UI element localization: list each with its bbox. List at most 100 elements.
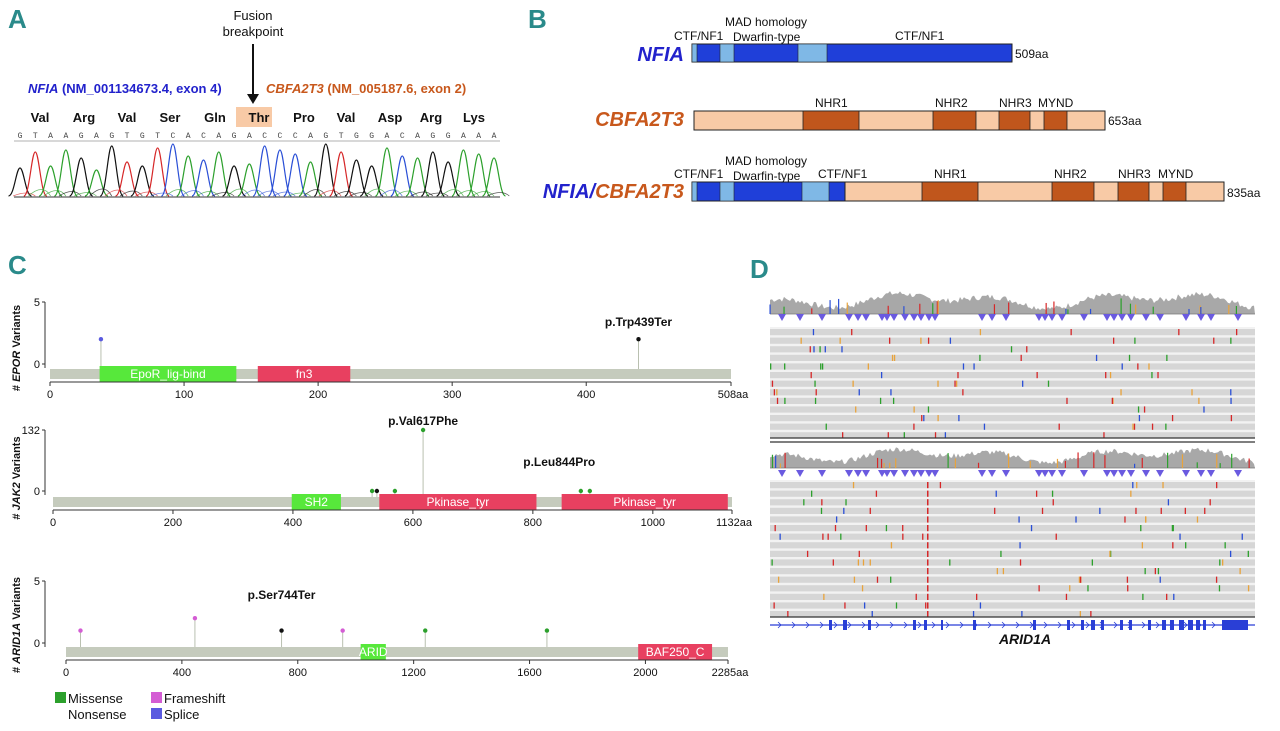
variant-missense-marker	[369, 488, 375, 494]
fusion-ctf-nf1-domain-1	[691, 181, 698, 202]
read-mismatch	[939, 482, 942, 489]
read-mismatch	[1185, 542, 1187, 549]
sequence-base: C	[201, 132, 206, 141]
aligned-read	[770, 372, 1255, 379]
variant-nonsense-marker	[279, 628, 284, 633]
read-mismatch	[1079, 576, 1082, 583]
chromatogram-minor-peak	[226, 188, 250, 197]
read-mismatch	[777, 576, 780, 583]
read-mismatch	[852, 482, 855, 489]
legend-splice-swatch	[151, 708, 162, 719]
strand-arrow	[1071, 621, 1076, 629]
strand-arrow	[1141, 621, 1146, 629]
sequence-base: A	[476, 132, 481, 141]
protein-length-label: 2285aa	[712, 667, 750, 679]
nfia-label-mad-homology: MAD homology	[725, 15, 807, 29]
read-mismatch	[869, 507, 871, 514]
legend-missense-label: Missense	[68, 691, 123, 706]
read-mismatch	[1171, 415, 1174, 422]
read-mismatch	[1052, 499, 1054, 506]
exon-block	[1170, 620, 1174, 630]
arid1a-gene-label: ARID1A	[998, 631, 1051, 647]
read-mismatch	[1239, 568, 1241, 575]
insertion-marker	[818, 470, 826, 477]
read-mismatch	[821, 363, 824, 370]
x-axis-tick-label: 400	[173, 667, 191, 679]
chromatogram-minor-peak	[104, 189, 128, 197]
aligned-read	[770, 611, 1255, 618]
exon-block	[1081, 620, 1084, 630]
read-mismatch	[1172, 525, 1174, 532]
strand-arrow	[833, 621, 838, 629]
cbfa2t3-nhr3-domain	[998, 110, 1031, 131]
aligned-read	[770, 423, 1255, 430]
aligned-read	[770, 525, 1255, 532]
read-mismatch	[1070, 329, 1072, 336]
breakpoint-label-line1: Fusion	[233, 8, 272, 23]
read-mismatch	[1219, 559, 1221, 566]
chromatogram-traces	[8, 143, 510, 197]
read-mismatch	[876, 576, 879, 583]
read-mismatch	[925, 602, 927, 609]
fusion-label-dwarfin: Dwarfin-type	[733, 169, 801, 183]
read-mismatch	[1218, 585, 1221, 592]
y-label-suffix: Variants	[11, 305, 23, 351]
chromatogram-peak	[8, 167, 32, 197]
exon-block	[829, 620, 832, 630]
insertion-marker	[901, 314, 909, 321]
chromatogram-peak	[191, 159, 216, 197]
highlighted-codon-box	[236, 107, 272, 127]
fusion-nhr1-domain	[921, 181, 979, 202]
chromatogram-minor-peak	[211, 192, 235, 197]
read-mismatch	[858, 550, 860, 557]
read-mismatch	[865, 525, 867, 532]
variant-annotation: p.Leu844Pro	[523, 455, 595, 469]
insertion-marker	[1142, 470, 1150, 477]
variant-column-mismatch	[927, 533, 929, 540]
aligned-read	[770, 380, 1255, 387]
domain-label: Pkinase_tyr	[427, 495, 490, 509]
read-mismatch	[820, 363, 822, 370]
exon-block	[941, 620, 943, 630]
fusion-name-separator: /	[589, 181, 598, 203]
read-mismatch	[1167, 499, 1170, 506]
read-mismatch	[915, 593, 917, 600]
read-mismatch	[879, 397, 882, 404]
read-mismatch	[880, 372, 883, 379]
read-mismatch	[927, 337, 930, 344]
chromatogram-minor-peak	[349, 192, 372, 197]
insertion-marker	[978, 314, 986, 321]
chromatogram-peak	[267, 149, 292, 197]
insertion-marker	[778, 314, 786, 321]
read-mismatch	[893, 354, 896, 361]
read-mismatch	[927, 406, 930, 413]
chromatogram-minor-peak	[395, 190, 418, 197]
read-mismatch	[913, 423, 915, 430]
read-mismatch	[1091, 559, 1093, 566]
read-mismatch	[922, 533, 924, 540]
read-mismatch	[843, 507, 845, 514]
insertion-marker	[1207, 314, 1215, 321]
fusion-dwarfin-domain	[801, 181, 830, 202]
variant-column-mismatch	[927, 559, 929, 566]
insertion-marker	[1058, 470, 1066, 477]
cbfa2t3-label-nhr1: NHR1	[815, 96, 848, 110]
read-mismatch	[1130, 490, 1132, 497]
legend-frameshift-label: Frameshift	[164, 691, 226, 706]
insertion-marker	[917, 314, 925, 321]
cbfa2t3-label-nhr2: NHR2	[935, 96, 968, 110]
sequence-base: A	[216, 132, 221, 141]
fusion-label-mad-homology: MAD homology	[725, 154, 807, 168]
exon-block	[1101, 620, 1104, 630]
read-mismatch	[976, 593, 978, 600]
read-mismatch	[1124, 516, 1126, 523]
read-mismatch	[1120, 389, 1122, 396]
epor-protein-backbone	[50, 369, 731, 379]
read-mismatch	[1141, 542, 1144, 549]
fusion-length: 835aa	[1227, 186, 1261, 200]
read-mismatch	[1215, 576, 1218, 583]
read-mismatch	[1151, 372, 1153, 379]
breakpoint-arrow-head	[247, 94, 259, 104]
read-mismatch	[1209, 499, 1211, 506]
